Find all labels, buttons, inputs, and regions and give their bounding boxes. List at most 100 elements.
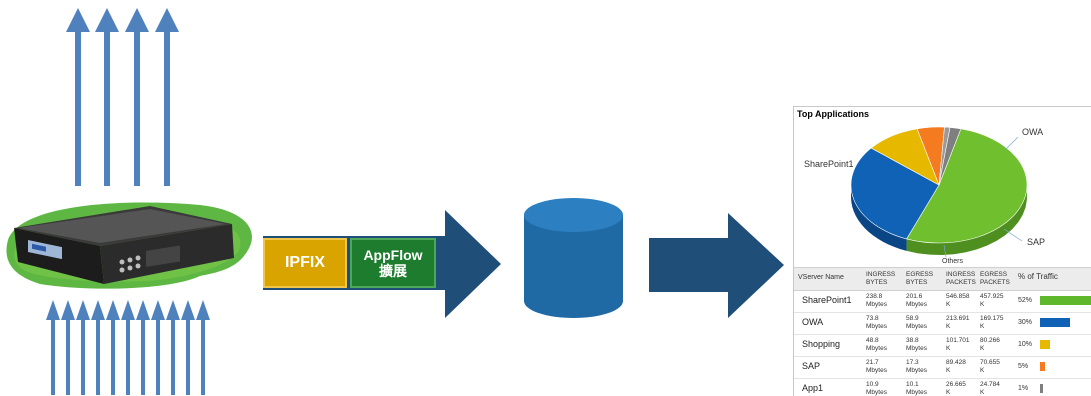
cell-unit: K [946, 389, 951, 396]
row-percent: 1% [1018, 385, 1029, 392]
cell-unit: Mbytes [866, 389, 887, 396]
cell-value: 201.6 [906, 293, 923, 300]
pie-leader-line [1003, 228, 1023, 242]
traffic-bar [1040, 362, 1045, 371]
incoming-arrow [76, 300, 90, 395]
cell-unit: Mbytes [866, 323, 887, 330]
report-title: Top Applications [797, 109, 869, 119]
pie-chart [850, 126, 1028, 258]
pie-label-sharepoint: SharePoint1 [804, 159, 854, 169]
pie-slice-sharepoint1 [906, 128, 1028, 244]
pie-slice-others [938, 127, 962, 186]
row-name: App1 [802, 383, 824, 393]
database-cylinder-icon [524, 198, 623, 318]
row-name: Shopping [802, 339, 841, 349]
outgoing-arrows [66, 8, 179, 186]
incoming-arrow [91, 300, 105, 395]
cell-value: 10.1 [906, 381, 919, 388]
header-text: PACKETS [946, 279, 976, 286]
cell-unit: Mbytes [906, 345, 927, 352]
cell-value: 238.8 [866, 293, 883, 300]
cell-value: 80.266 [980, 337, 1000, 344]
pie-slice-side [851, 185, 907, 251]
outgoing-arrow [66, 8, 90, 186]
cell-unit: K [980, 345, 985, 352]
pie-slice-owa [850, 147, 940, 240]
cell-value: 73.8 [866, 315, 879, 322]
row-percent: 10% [1018, 341, 1033, 348]
row-name: SAP [802, 361, 821, 371]
header-text: EGRESS [980, 271, 1008, 278]
pie-slice-side [906, 187, 1027, 255]
incoming-arrow [181, 300, 195, 395]
ipfix-text: IPFIX [284, 253, 325, 271]
incoming-arrow [166, 300, 180, 395]
header-text: INGRESS [866, 271, 896, 278]
cell-unit: K [980, 367, 985, 374]
cell-unit: Mbytes [866, 367, 887, 374]
cell-value: 101.701 [946, 337, 970, 344]
cell-unit: Mbytes [866, 345, 887, 352]
row-name: SharePoint1 [802, 295, 852, 305]
cell-value: 38.8 [906, 337, 919, 344]
pie-leader-line [943, 244, 947, 258]
flow-arrow-to-report [649, 213, 784, 318]
incoming-arrow [196, 300, 210, 395]
header-text: INGRESS [946, 271, 976, 278]
appflow-text-line1: AppFlow [363, 246, 423, 263]
ipfix-label: IPFIX [263, 238, 347, 288]
cell-unit: K [946, 301, 951, 308]
pie-label-others: Others [942, 258, 964, 265]
row-name: OWA [802, 317, 824, 327]
row-percent: 30% [1018, 319, 1033, 326]
outgoing-arrow [95, 8, 119, 186]
cell-unit: K [980, 323, 985, 330]
pie-label-sap: SAP [1027, 237, 1046, 247]
incoming-arrow [151, 300, 165, 395]
row-percent: 52% [1018, 297, 1033, 304]
traffic-bar [1040, 296, 1091, 305]
top-applications-report: Top Applications SharePoint1 OWA SAP Oth… [793, 106, 1091, 396]
incoming-arrow [136, 300, 150, 395]
pie-label-owa: OWA [1022, 127, 1044, 137]
network-appliance-icon [6, 202, 252, 289]
cell-unit: Mbytes [866, 301, 887, 308]
cell-value: 213.691 [946, 315, 970, 322]
cell-unit: K [980, 301, 985, 308]
cell-value: 457.925 [980, 293, 1004, 300]
cell-unit: K [946, 367, 951, 374]
cell-unit: Mbytes [906, 389, 927, 396]
header-text: BYTES [906, 279, 928, 286]
cell-unit: Mbytes [906, 367, 927, 374]
cell-value: 17.3 [906, 359, 919, 366]
cell-unit: Mbytes [906, 323, 927, 330]
cell-unit: K [946, 323, 951, 330]
outgoing-arrow [155, 8, 179, 186]
outgoing-arrow [125, 8, 149, 186]
cell-value: 48.8 [866, 337, 879, 344]
traffic-bar [1040, 318, 1070, 327]
traffic-bar [1040, 340, 1050, 349]
